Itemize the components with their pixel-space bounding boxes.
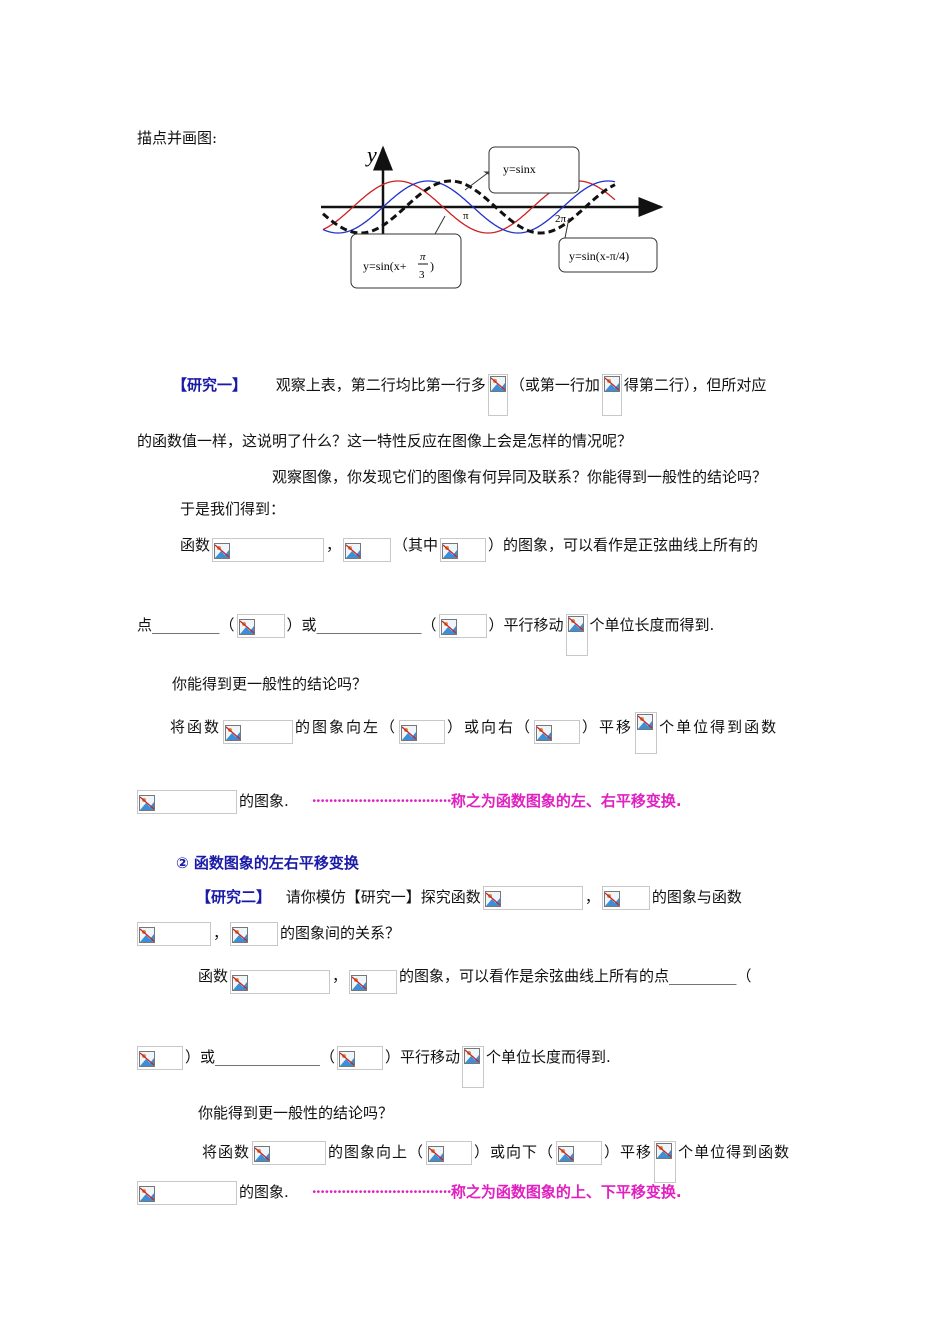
callout-sin-plus-pi-3: y=sin(x+ π 3 ) bbox=[350, 215, 462, 289]
formula-image bbox=[534, 720, 581, 744]
formula-image bbox=[236, 614, 285, 638]
svg-text:y=sin(x-π/4): y=sin(x-π/4) bbox=[569, 249, 629, 263]
study1-line3: 观察图像，你发现它们的图像有何异同及联系？你能得到一般性的结论吗？ bbox=[272, 468, 768, 486]
formula-image bbox=[601, 886, 650, 910]
formula-image bbox=[399, 720, 446, 744]
formula-image bbox=[137, 1181, 237, 1205]
formula-image bbox=[462, 1046, 485, 1088]
tick-2pi: 2π bbox=[555, 213, 567, 225]
study2-line2: ，的图象间的关系？ bbox=[135, 922, 400, 946]
formula-image bbox=[565, 614, 588, 656]
study2-line3: 函数，的图象，可以看作是余弦曲线上所有的点_________（ bbox=[198, 960, 752, 994]
study2-line4: ）或______________（）平行移动个单位长度而得到. bbox=[135, 1046, 611, 1088]
svg-text:3: 3 bbox=[419, 269, 425, 281]
svg-text:y=sinx: y=sinx bbox=[503, 162, 536, 176]
study2-line6: 将函数的图象向上（）或向下（）平移个单位得到函数 bbox=[202, 1141, 790, 1183]
formula-image bbox=[137, 790, 237, 814]
study1-line7: 你能得到更一般性的结论吗？ bbox=[172, 675, 368, 693]
formula-image bbox=[337, 1046, 384, 1070]
svg-text:): ) bbox=[430, 259, 434, 273]
study2-line5: 你能得到更一般性的结论吗？ bbox=[198, 1104, 394, 1122]
callout-sinx: y=sinx bbox=[464, 146, 580, 194]
formula-image bbox=[438, 614, 487, 638]
svg-text:y=sin(x+: y=sin(x+ bbox=[363, 259, 407, 273]
formula-image bbox=[426, 1141, 473, 1165]
formula-image bbox=[230, 970, 331, 994]
formula-image bbox=[487, 374, 508, 416]
formula-image bbox=[343, 538, 392, 562]
callout-sin-minus-pi-4: y=sin(x-π/4) bbox=[558, 217, 658, 273]
series-sinx bbox=[322, 180, 616, 234]
study2-line7: 的图象. ·································称之… bbox=[135, 1181, 682, 1205]
formula-image bbox=[252, 1141, 327, 1165]
formula-image bbox=[137, 922, 211, 946]
study1-tag: 【研究一】 bbox=[172, 376, 248, 394]
formula-image bbox=[601, 374, 622, 416]
formula-image bbox=[654, 1141, 677, 1183]
study1-line6: 点_________（）或______________（）平行移动个单位长度而得… bbox=[137, 614, 714, 656]
y-axis-label: y bbox=[365, 142, 377, 167]
tick-pi: π bbox=[463, 210, 469, 222]
svg-text:π: π bbox=[420, 251, 426, 263]
formula-image bbox=[212, 538, 325, 562]
study1-line2: 的函数值一样，这说明了什么？这一特性反应在图像上会是怎样的情况呢？ bbox=[137, 432, 633, 450]
series-sin-minus-pi-4 bbox=[321, 179, 616, 235]
formula-image bbox=[349, 970, 398, 994]
formula-image bbox=[635, 712, 658, 754]
study1-line5: 函数，（其中）的图象，可以看作是正弦曲线上所有的 bbox=[180, 530, 758, 562]
formula-image bbox=[482, 886, 583, 910]
study1-line4: 于是我们得到： bbox=[180, 500, 286, 518]
study1-line9: 的图象. ·································称之… bbox=[135, 790, 682, 814]
formula-image bbox=[440, 538, 487, 562]
study1-line1: 【研究一】 观察上表，第二行均比第一行多（或第一行加得第二行），但所对应 bbox=[172, 374, 766, 416]
study2-line1: 【研究二】 请你模仿【研究一】探究函数，的图象与函数 bbox=[196, 886, 742, 910]
intro-text: 描点并画图: bbox=[137, 129, 218, 147]
study1-line8: 将函数的图象向左（）或向右（）平移个单位得到函数 bbox=[170, 712, 778, 754]
sine-graph: y π 2π y=sinx y=sin(x+ π 3 ) y=sin(x-π/4… bbox=[321, 142, 664, 289]
formula-image bbox=[230, 922, 279, 946]
section2-title: ② 函数图象的左右平移变换 bbox=[176, 854, 359, 872]
formula-image bbox=[556, 1141, 603, 1165]
formula-image bbox=[137, 1046, 183, 1070]
formula-image bbox=[223, 720, 294, 744]
